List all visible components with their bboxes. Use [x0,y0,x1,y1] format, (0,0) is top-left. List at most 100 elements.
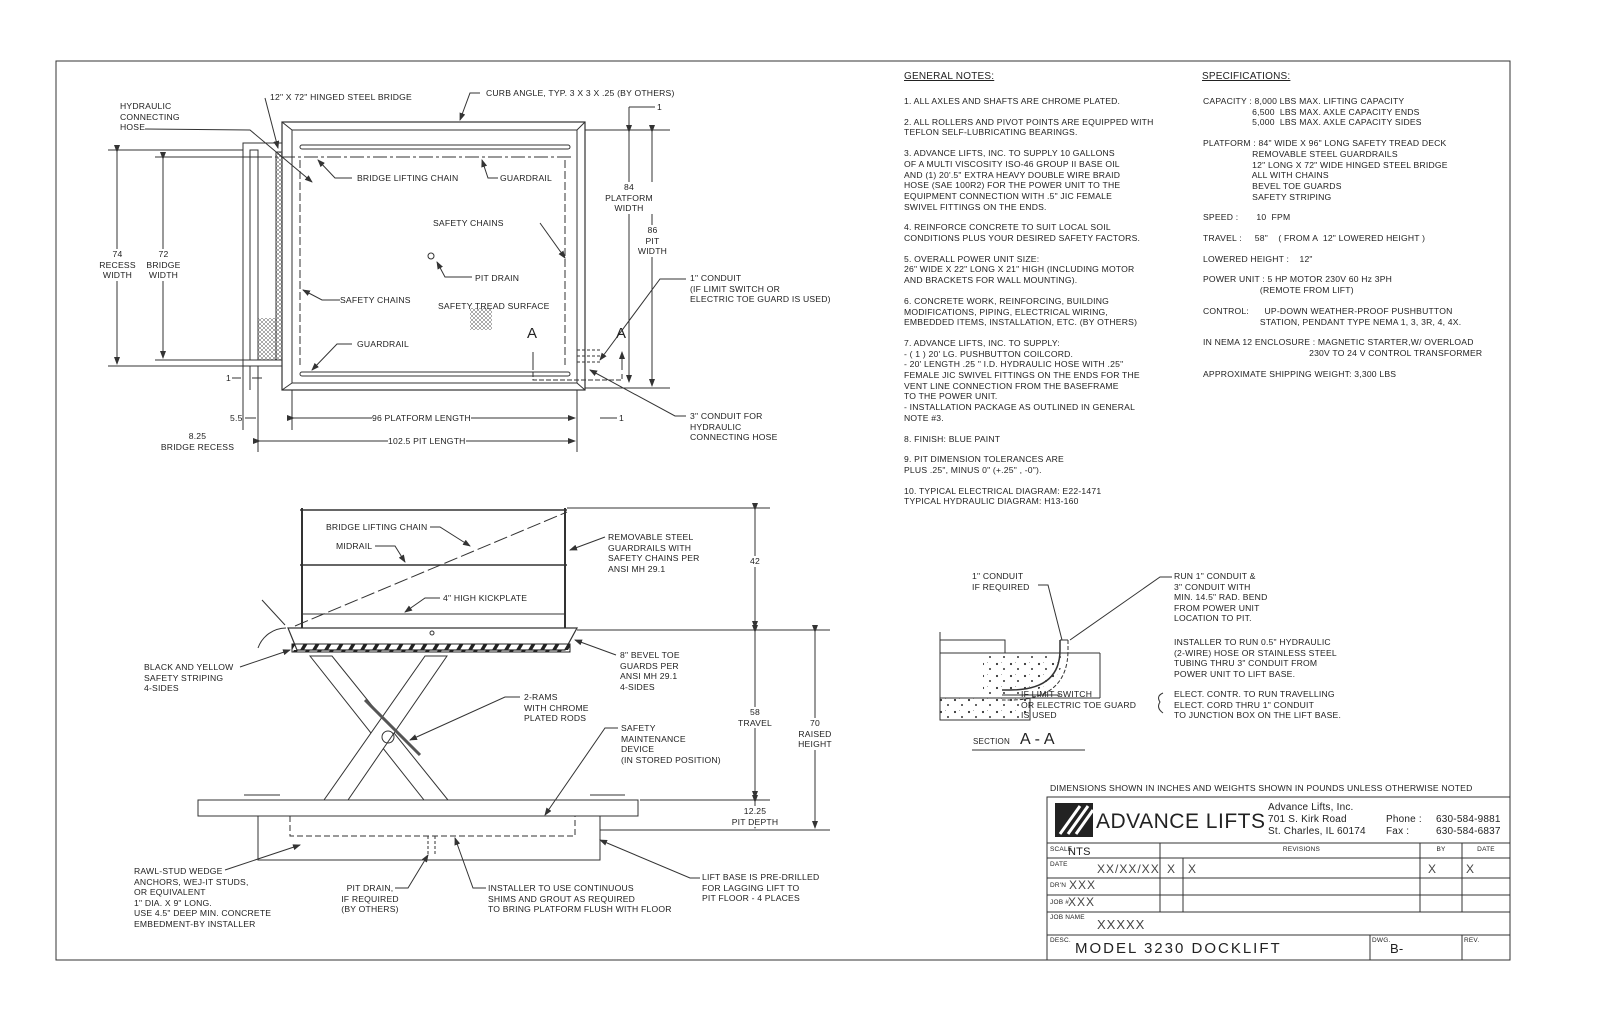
title-block-lines [1046,796,1511,961]
label-guardrail-top: GUARDRAIL [500,173,552,183]
spec-item: CAPACITY : 8,000 LBS MAX. LIFTING CAPACI… [1203,96,1422,128]
dim-5-5: 5.5 [230,413,243,423]
spec-item: APPROXIMATE SHIPPING WEIGHT: 3,300 LBS [1203,368,1397,379]
specifications-title: SPECIFICATIONS: [1202,71,1291,82]
dim-bridge-width: 72 BRIDGE WIDTH [141,249,186,281]
note-item: 10. TYPICAL ELECTRICAL DIAGRAM: E22-1471… [904,485,1102,507]
company-address-1: 701 S. Kirk Road [1268,814,1347,825]
date-col-label: DATE [1477,846,1495,853]
revision-number: X [1167,862,1177,876]
label-guardrail-bottom: GUARDRAIL [357,339,409,349]
dim-1-end: 1 [619,413,624,423]
label-rams: 2-RAMS WITH CHROME PLATED RODS [524,692,589,724]
desc-label: DESC. [1050,937,1071,944]
company-logo-text: ADVANCE LIFTS [1096,810,1266,833]
spec-item: POWER UNIT : 5 HP MOTOR 230V 60 Hz 3PH (… [1203,274,1393,296]
spec-item: TRAVEL : 58" ( FROM A 12" LOWERED HEIGHT… [1203,233,1426,244]
dim-pit-depth: 12.25 PIT DEPTH [725,806,785,828]
by-label: BY [1436,846,1446,853]
dim-platform-length: 96 PLATFORM LENGTH [372,413,471,424]
label-hydraulic-hose: HYDRAULIC CONNECTING HOSE [120,101,180,133]
fax-label: Fax : [1386,826,1410,837]
dimensions-note: DIMENSIONS SHOWN IN INCHES AND WEIGHTS S… [1050,783,1473,793]
top-view [108,92,686,452]
note-item: 2. ALL ROLLERS AND PIVOT POINTS ARE EQUI… [904,116,1154,138]
revision-description: X [1188,862,1198,876]
label-run-conduit: RUN 1" CONDUIT & 3" CONDUIT WITH MIN. 14… [1174,571,1268,624]
label-elev-bridge-chain: BRIDGE LIFTING CHAIN [326,522,428,532]
label-elev-pit-drain: PIT DRAIN, IF REQUIRED (BY OTHERS) [341,883,399,915]
revisions-label: REVISIONS [1282,846,1321,853]
sheet-border [55,60,1511,961]
date-label: DATE [1050,861,1068,868]
label-toe-guards: 8" BEVEL TOE GUARDS PER ANSI MH 29.1 4-S… [620,650,680,692]
drawn-value: XXX [1069,878,1097,892]
note-item: 8. FINISH: BLUE PAINT [904,433,1001,444]
note-item: 1. ALL AXLES AND SHAFTS ARE CHROME PLATE… [904,96,1121,106]
dim-recess-width: 74 RECESS WIDTH [95,249,140,281]
dim-42: 42 [740,556,770,567]
drawing-description: MODEL 3230 DOCKLIFT [1075,940,1282,957]
job-name-label: JOB NAME [1050,914,1085,921]
label-hinged-bridge: 12" X 72" HINGED STEEL BRIDGE [270,92,412,102]
spec-item: PLATFORM : 84" WIDE X 96" LONG SAFETY TR… [1203,138,1448,202]
label-elect-cord: ELECT. CONTR. TO RUN TRAVELLING ELECT. C… [1174,689,1342,721]
note-item: 4. REINFORCE CONCRETE TO SUIT LOCAL SOIL… [904,222,1141,244]
label-kickplate: 4" HIGH KICKPLATE [443,593,528,603]
company-address-2: St. Charles, IL 60174 [1268,826,1366,837]
scale-value: NTS [1068,846,1091,858]
label-safety-chains-left: SAFETY CHAINS [340,295,411,305]
dim-pit-width: 86 PIT WIDTH [630,225,675,257]
dwg-label: DWG. [1372,937,1391,944]
fax-number: 630-584-6837 [1436,826,1501,837]
job-name-value: XXXXX [1097,917,1146,932]
spec-item: LOWERED HEIGHT : 12" [1203,253,1313,264]
dim-1-recess: 1 [226,373,231,383]
label-midrail: MIDRAIL [336,541,373,551]
note-item: 5. OVERALL POWER UNIT SIZE: 26" WIDE X 2… [904,253,1135,286]
phone-label: Phone : [1386,814,1422,825]
label-limit-switch: IF LIMIT SWITCH OR ELECTRIC TOE GUARD IS… [1021,689,1137,721]
dim-pit-length: 102.5 PIT LENGTH [388,436,466,447]
label-safety-tread: SAFETY TREAD SURFACE [438,301,550,311]
spec-item: CONTROL: UP-DOWN WEATHER-PROOF PUSHBUTTO… [1203,305,1462,327]
label-shims: INSTALLER TO USE CONTINUOUS SHIMS AND GR… [488,883,672,915]
side-elevation [197,503,830,889]
note-item: 7. ADVANCE LIFTS, INC. TO SUPPLY: - ( 1 … [904,337,1140,423]
section-a-a [939,576,1172,751]
rev-label: REV. [1464,937,1480,944]
section-label: A - A [1020,731,1055,748]
dwg-number: B- [1390,941,1404,956]
phone-number: 630-584-9881 [1436,814,1501,825]
spec-item: SPEED : 10 FPM [1203,212,1291,223]
label-safety-striping: BLACK AND YELLOW SAFETY STRIPING 4-SIDES [144,662,234,694]
revision-by: X [1428,862,1438,876]
revision-date: X [1466,862,1476,876]
section-mark-right: A [616,325,627,342]
specifications-list: CAPACITY : 8,000 LBS MAX. LIFTING CAPACI… [1203,96,1508,389]
label-anchors: RAWL-STUD WEDGE ANCHORS, WEJ-IT STUDS, O… [134,866,272,929]
general-notes-title: GENERAL NOTES: [904,71,995,82]
dim-1-top: 1 [657,102,662,112]
label-removable-guardrails: REMOVABLE STEEL GUARDRAILS WITH SAFETY C… [608,532,700,574]
label-lift-base: LIFT BASE IS PRE-DRILLED FOR LAGGING LIF… [702,872,820,904]
label-3in-conduit: 3" CONDUIT FOR HYDRAULIC CONNECTING HOSE [690,411,778,443]
label-section-conduit: 1" CONDUIT IF REQUIRED [972,571,1030,592]
label-curb-angle: CURB ANGLE, TYP. 3 X 3 X .25 (BY OTHERS) [486,88,675,98]
scale-label: SCALE [1050,846,1073,853]
label-installer-hose: INSTALLER TO RUN 0.5" HYDRAULIC (2-WIRE)… [1174,637,1337,679]
section-mark-left: A [527,325,538,342]
dim-travel: 58 TRAVEL [732,707,778,729]
general-notes-list: 1. ALL AXLES AND SHAFTS ARE CHROME PLATE… [904,96,1194,517]
job-number-value: XXX [1068,895,1096,909]
note-item: 9. PIT DIMENSION TOLERANCES ARE PLUS .25… [904,454,1064,475]
label-safety-chains-right: SAFETY CHAINS [433,218,504,228]
label-maintenance-device: SAFETY MAINTENANCE DEVICE (IN STORED POS… [621,723,721,765]
label-pit-drain: PIT DRAIN [475,273,520,283]
drawn-label: DR'N [1050,882,1067,889]
label-1in-conduit: 1" CONDUIT (IF LIMIT SWITCH OR ELECTRIC … [690,273,831,305]
label-bridge-lifting-chain: BRIDGE LIFTING CHAIN [357,173,459,183]
company-name: Advance Lifts, Inc. [1268,802,1354,813]
